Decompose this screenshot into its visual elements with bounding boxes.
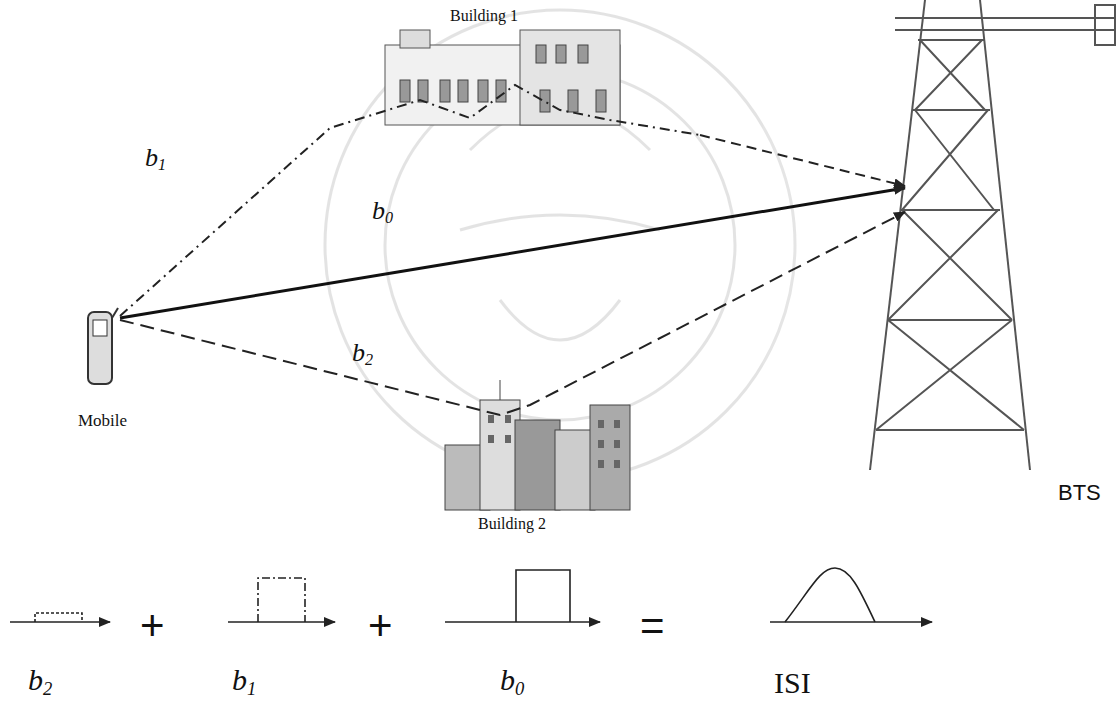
device-label: BTS: [1058, 482, 1101, 504]
pulse-label: b2: [28, 665, 52, 698]
subscript: 1: [247, 678, 256, 699]
operator-sign: =: [640, 605, 665, 647]
subscript: 1: [158, 156, 166, 173]
path-label: b2: [352, 340, 373, 368]
building-2: [445, 380, 630, 510]
pulse-label: ISI: [774, 668, 811, 698]
building-1: [385, 30, 620, 125]
subscript: 2: [43, 678, 52, 699]
path-label: b0: [372, 198, 393, 226]
operator-sign: +: [368, 605, 393, 647]
subscript: 2: [365, 351, 373, 368]
device-label: Mobile: [78, 412, 127, 429]
subscript: 0: [515, 678, 524, 699]
subscript: 0: [385, 209, 393, 226]
building-label: Building 2: [478, 516, 546, 532]
building-label: Building 1: [450, 8, 518, 24]
operator-sign: +: [140, 605, 165, 647]
pulse-label: b1: [232, 665, 256, 698]
pulse-label: b0: [500, 665, 524, 698]
mobile-phone: [88, 308, 118, 384]
bts-tower: [870, 0, 1115, 470]
signal-paths: [120, 85, 905, 415]
path-label: b1: [145, 145, 166, 173]
